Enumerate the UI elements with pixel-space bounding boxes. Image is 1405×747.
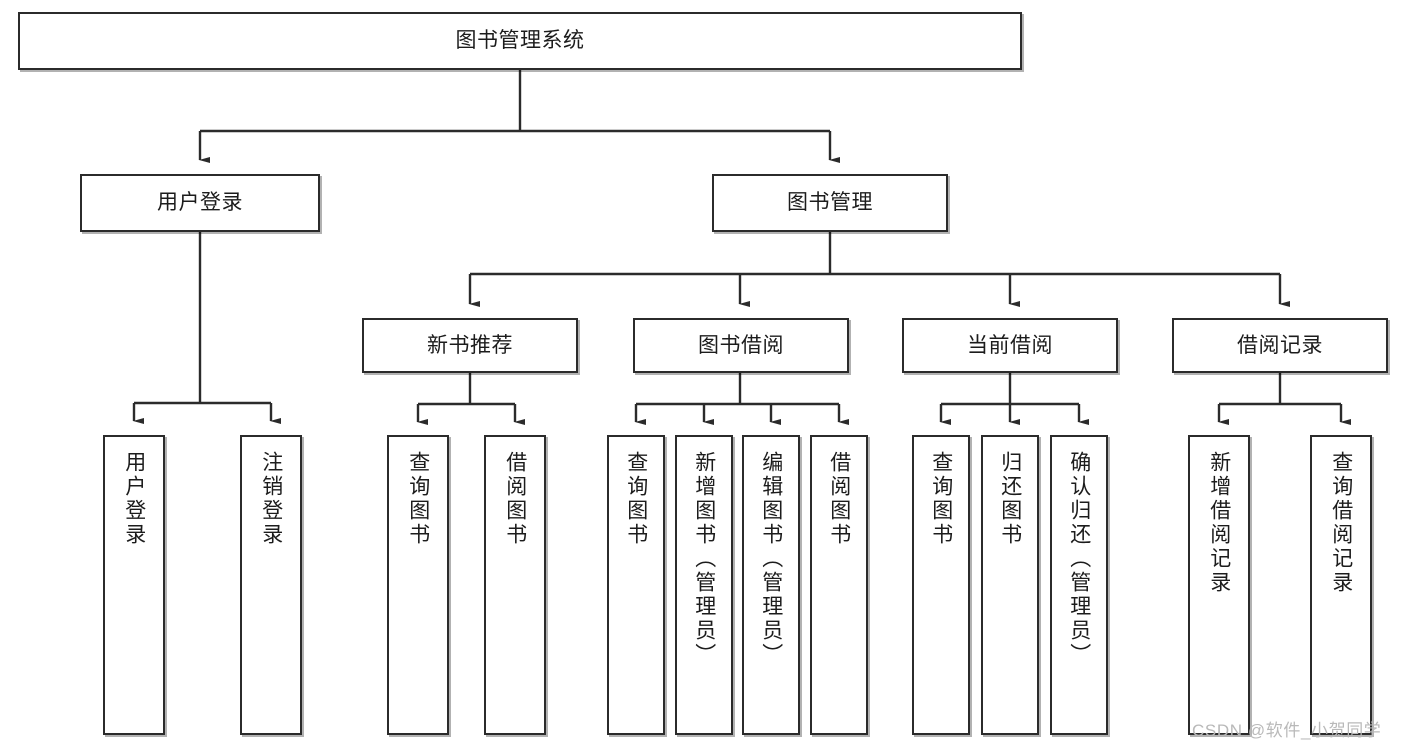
node-book-management-label: 图书管理	[787, 191, 873, 215]
node-current-borrow-label: 当前借阅	[967, 333, 1053, 357]
node-leaf-user-logout-label: 注销登录	[259, 451, 283, 547]
node-leaf-user-logout[interactable]: 注销登录	[240, 435, 302, 735]
node-leaf-borrow-book-label: 借阅图书	[827, 451, 851, 547]
node-leaf-edit-book-admin[interactable]: 编辑图书（管理员）	[742, 435, 800, 735]
node-leaf-current-query-book[interactable]: 查询图书	[912, 435, 970, 735]
node-leaf-recommend-borrow-book[interactable]: 借阅图书	[484, 435, 546, 735]
node-leaf-add-borrow-record-label: 新增借阅记录	[1207, 451, 1231, 595]
node-leaf-current-query-book-label: 查询图书	[929, 451, 953, 547]
node-leaf-user-login[interactable]: 用户登录	[103, 435, 165, 735]
node-book-borrow-label: 图书借阅	[698, 333, 784, 357]
node-new-book-recommend[interactable]: 新书推荐	[362, 318, 578, 373]
node-user-login[interactable]: 用户登录	[80, 174, 320, 232]
node-new-book-recommend-label: 新书推荐	[427, 333, 513, 357]
node-leaf-borrow-book[interactable]: 借阅图书	[810, 435, 868, 735]
node-leaf-confirm-return-admin-label: 确认归还（管理员）	[1067, 451, 1091, 667]
node-book-management[interactable]: 图书管理	[712, 174, 948, 232]
node-leaf-add-book-admin-label: 新增图书（管理员）	[692, 451, 716, 667]
watermark: CSDN @软件_小贺同学	[1192, 721, 1382, 740]
node-leaf-user-login-label: 用户登录	[122, 451, 146, 547]
node-leaf-query-borrow-record-label: 查询借阅记录	[1329, 451, 1353, 595]
node-leaf-recommend-query-book-label: 查询图书	[406, 451, 430, 547]
node-user-login-label: 用户登录	[157, 191, 243, 215]
node-borrow-records[interactable]: 借阅记录	[1172, 318, 1388, 373]
node-leaf-return-book[interactable]: 归还图书	[981, 435, 1039, 735]
node-book-borrow[interactable]: 图书借阅	[633, 318, 849, 373]
node-leaf-borrow-query-book-label: 查询图书	[624, 451, 648, 547]
node-leaf-add-borrow-record[interactable]: 新增借阅记录	[1188, 435, 1250, 735]
node-borrow-records-label: 借阅记录	[1237, 333, 1323, 357]
node-leaf-edit-book-admin-label: 编辑图书（管理员）	[759, 451, 783, 667]
node-leaf-confirm-return-admin[interactable]: 确认归还（管理员）	[1050, 435, 1108, 735]
node-leaf-recommend-borrow-book-label: 借阅图书	[503, 451, 527, 547]
node-root[interactable]: 图书管理系统	[18, 12, 1022, 70]
node-leaf-borrow-query-book[interactable]: 查询图书	[607, 435, 665, 735]
node-leaf-return-book-label: 归还图书	[998, 451, 1022, 547]
node-leaf-add-book-admin[interactable]: 新增图书（管理员）	[675, 435, 733, 735]
node-current-borrow[interactable]: 当前借阅	[902, 318, 1118, 373]
node-root-label: 图书管理系统	[455, 29, 585, 53]
node-leaf-query-borrow-record[interactable]: 查询借阅记录	[1310, 435, 1372, 735]
node-leaf-recommend-query-book[interactable]: 查询图书	[387, 435, 449, 735]
